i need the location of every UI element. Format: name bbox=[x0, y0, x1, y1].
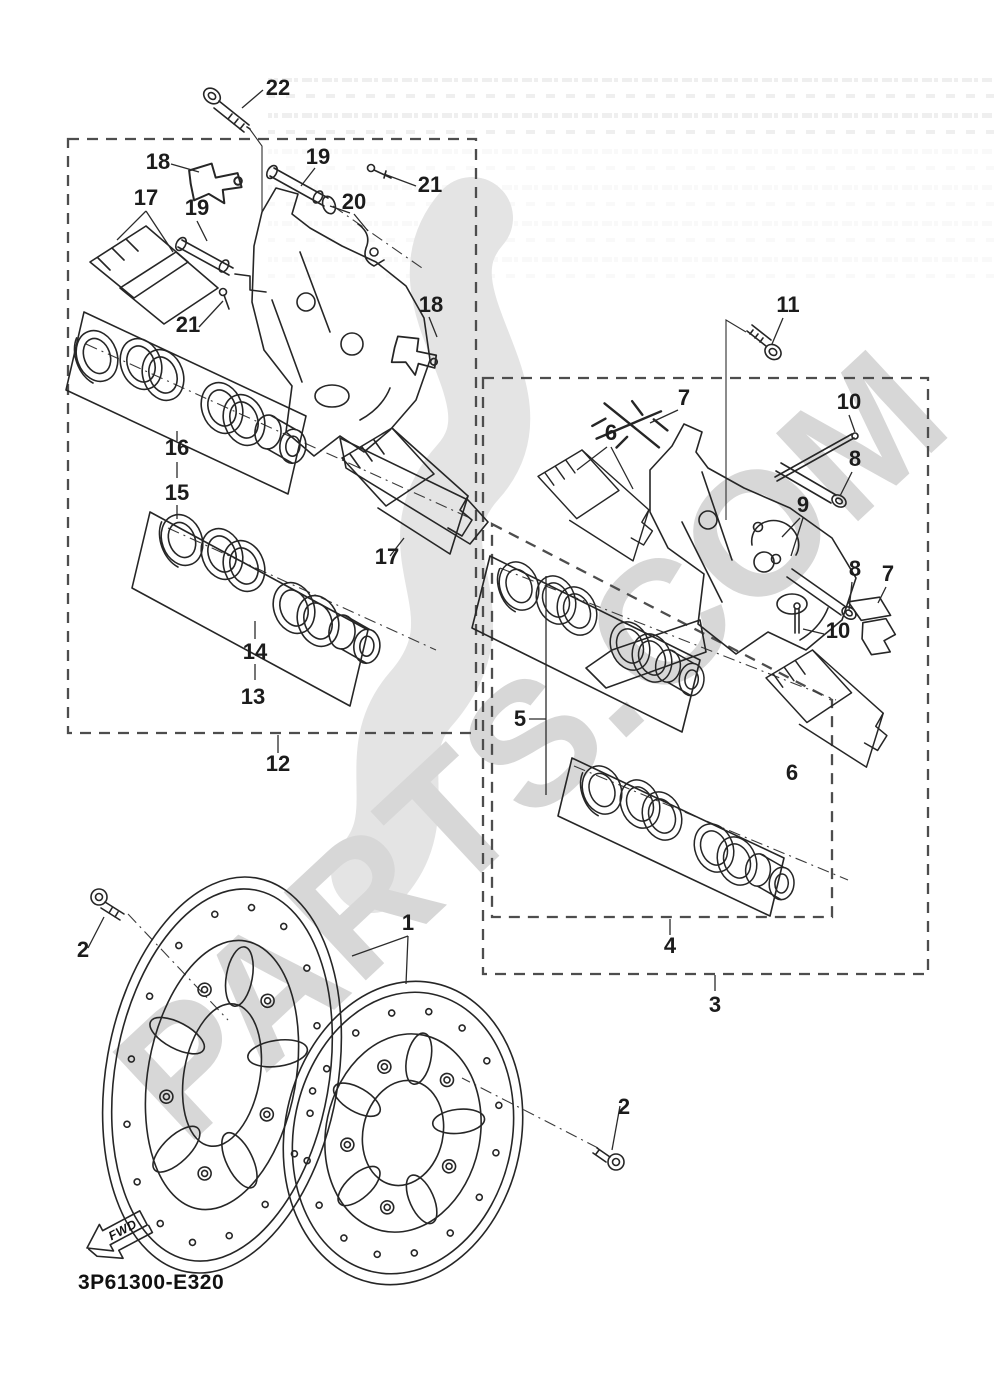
rod-10-upper bbox=[774, 432, 859, 482]
callout-10: 10 bbox=[837, 389, 861, 414]
disc-bolt-right bbox=[592, 1147, 625, 1171]
callout-2: 2 bbox=[77, 937, 89, 962]
disc-right-holes bbox=[303, 1007, 503, 1259]
callout-19: 19 bbox=[306, 144, 330, 169]
callout-22: 22 bbox=[266, 75, 290, 100]
callout-9: 9 bbox=[797, 492, 809, 517]
disc-bolt-left bbox=[90, 888, 125, 921]
callout-16: 16 bbox=[165, 435, 189, 460]
callout-7: 7 bbox=[678, 385, 690, 410]
slide-pin-19-lower bbox=[174, 236, 267, 293]
rod-10-lower bbox=[793, 602, 801, 634]
callout-18: 18 bbox=[146, 149, 170, 174]
disc-right-rivets bbox=[340, 1059, 457, 1215]
callout-17: 17 bbox=[375, 544, 399, 569]
callout-14: 14 bbox=[243, 639, 268, 664]
callout-15: 15 bbox=[165, 480, 189, 505]
assembly-box-3 bbox=[481, 376, 930, 976]
callout-8: 8 bbox=[849, 446, 861, 471]
callout-6: 6 bbox=[786, 760, 798, 785]
hose-clamp-9 bbox=[750, 519, 800, 565]
seal-kit-tray-upper-right bbox=[471, 555, 701, 733]
disc-left-rivets bbox=[159, 982, 275, 1181]
callout-2: 2 bbox=[618, 1094, 630, 1119]
seal-kit-tray-upper-left bbox=[65, 311, 307, 495]
callout-6: 6 bbox=[605, 420, 617, 445]
callout-layer: 1223456677889101011121314151617171818191… bbox=[77, 75, 894, 1119]
caliper-right bbox=[585, 423, 857, 689]
assembly-box-12 bbox=[66, 137, 478, 735]
bolt-11-axis bbox=[725, 319, 747, 520]
bolt-11 bbox=[746, 324, 782, 361]
screw-21-lower bbox=[218, 287, 230, 310]
callout-10: 10 bbox=[826, 618, 850, 643]
part-number: 3P61300-E320 bbox=[78, 1271, 224, 1294]
tiled-watermark-band bbox=[268, 78, 994, 292]
callout-20: 20 bbox=[342, 189, 366, 214]
caliper-left bbox=[251, 187, 489, 545]
slide-pin-19-upper bbox=[265, 164, 329, 207]
slide-pin-8-lower bbox=[786, 568, 857, 621]
callout-11: 11 bbox=[776, 292, 799, 317]
brake-disc-right bbox=[282, 980, 524, 1286]
callout-1: 1 bbox=[402, 910, 414, 935]
callout-21: 21 bbox=[418, 172, 442, 197]
leader-lines bbox=[87, 89, 887, 1151]
callout-21: 21 bbox=[176, 312, 200, 337]
callout-18: 18 bbox=[419, 292, 443, 317]
callout-13: 13 bbox=[241, 684, 265, 709]
callout-8: 8 bbox=[849, 556, 861, 581]
disc-left-holes bbox=[123, 903, 321, 1247]
callout-12: 12 bbox=[266, 751, 290, 776]
callout-17: 17 bbox=[134, 185, 158, 210]
callout-3: 3 bbox=[709, 992, 721, 1017]
callout-7: 7 bbox=[882, 561, 894, 586]
callout-4: 4 bbox=[664, 933, 677, 958]
bolt-22-axis bbox=[248, 127, 263, 212]
bolt-22 bbox=[202, 87, 251, 133]
swoosh-watermark bbox=[331, 177, 531, 913]
callout-19: 19 bbox=[185, 195, 209, 220]
callout-5: 5 bbox=[514, 706, 526, 731]
